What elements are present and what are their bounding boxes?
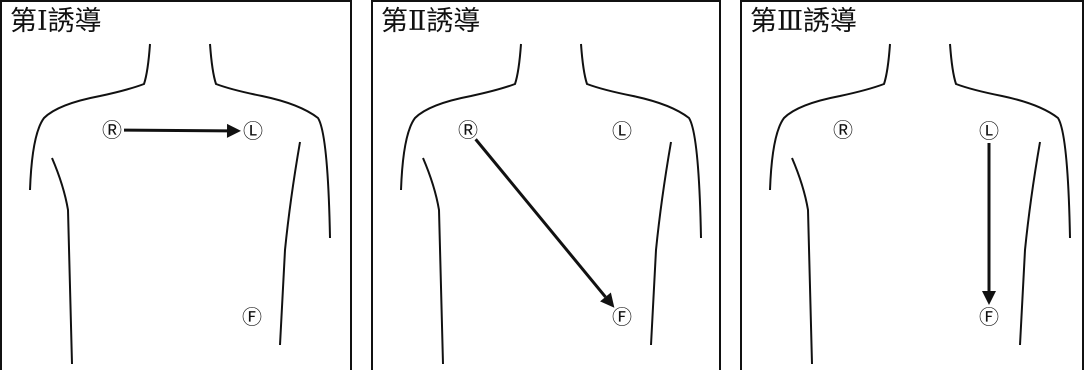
lead-arrow-1	[124, 124, 241, 138]
lead-arrow-2	[476, 139, 615, 307]
electrode-right-arm: Ⓡ	[833, 119, 853, 141]
lead-title-2: 第Ⅱ誘導	[381, 6, 480, 38]
lead-panel-1: 第Ⅰ誘導 Ⓡ Ⓛ Ⓕ	[0, 0, 352, 370]
body-outline-3	[740, 0, 1084, 370]
electrode-right-arm: Ⓡ	[102, 119, 122, 141]
electrode-left-arm: Ⓛ	[979, 120, 999, 142]
body-outline-1	[0, 0, 352, 370]
electrode-left-foot: Ⓕ	[612, 306, 632, 328]
body-outline-2	[371, 0, 723, 370]
lead-panel-3: 第Ⅲ誘導 Ⓡ Ⓛ Ⓕ	[740, 0, 1084, 370]
electrode-right-arm: Ⓡ	[458, 119, 478, 141]
lead-arrow-3	[982, 143, 996, 305]
electrode-left-arm: Ⓛ	[612, 120, 632, 142]
electrode-left-foot: Ⓕ	[242, 306, 262, 328]
electrode-left-arm: Ⓛ	[243, 120, 263, 142]
electrode-left-foot: Ⓕ	[979, 306, 999, 328]
lead-panel-2: 第Ⅱ誘導 Ⓡ Ⓛ Ⓕ	[371, 0, 723, 370]
lead-title-1: 第Ⅰ誘導	[10, 6, 102, 38]
lead-title-3: 第Ⅲ誘導	[750, 6, 857, 38]
